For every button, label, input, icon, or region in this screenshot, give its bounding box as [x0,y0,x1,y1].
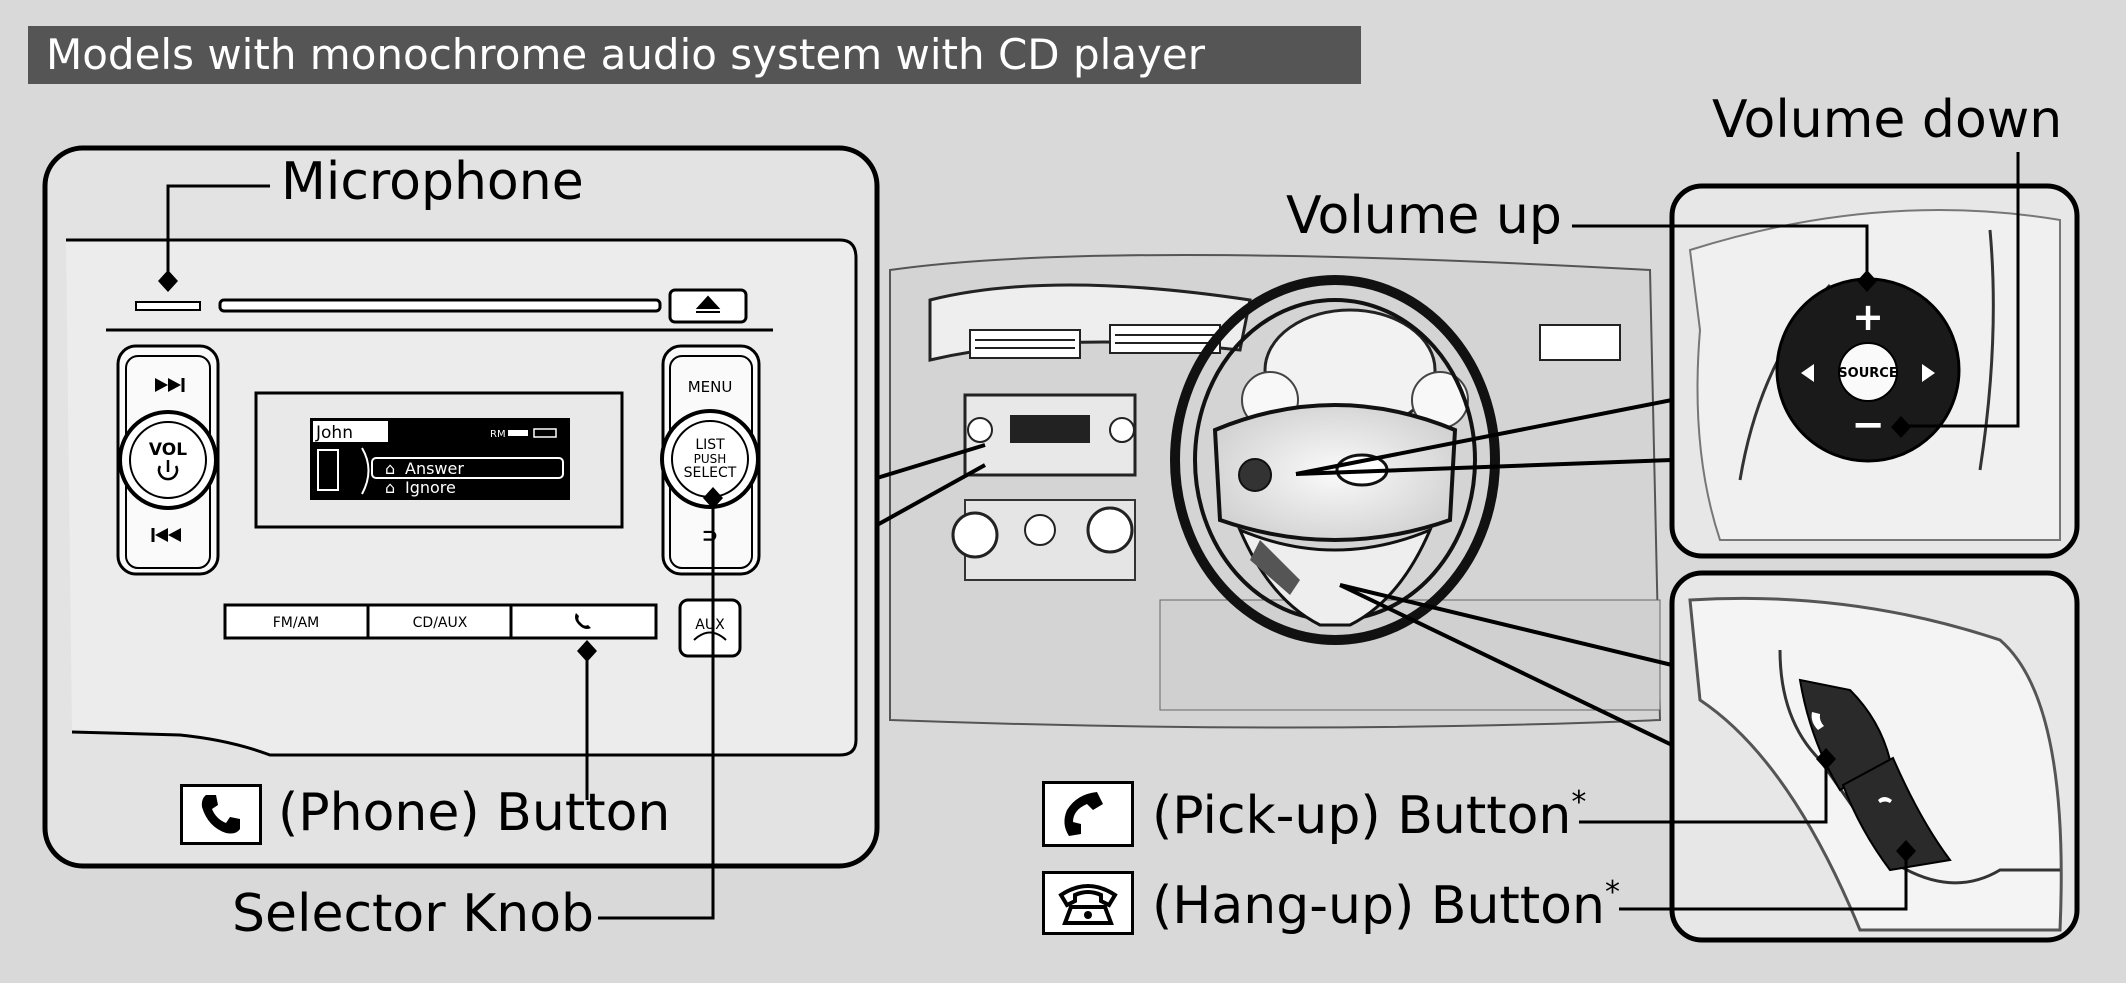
cd-aux-button[interactable] [366,603,513,640]
push-label: PUSH [694,452,727,466]
callout-lines [166,152,2020,920]
cd-slot [218,298,662,313]
svg-text:⌂: ⌂ [385,459,395,478]
lcd-signal: RM [490,429,506,440]
bottom-buttons: FM/AM CD/AUX AUX [223,598,742,658]
hangup-switch[interactable] [1841,756,1952,872]
callout-hangup-button: (Hang-up) Button* [1152,875,1620,936]
leader-pickup [1579,758,1828,824]
leader-hangup [1619,850,1908,911]
hangup-icon [1042,871,1134,935]
svg-text:⌂: ⌂ [385,478,395,497]
leader-microphone [166,184,270,280]
power-icon [157,460,179,481]
header-bar [28,26,1361,84]
callout-phone-button: (Phone) Button [278,783,671,843]
aux-jack [678,598,742,658]
audio-unit-panel: VOL John RM ⌂ Answer ⌂ Ignore [42,145,880,869]
selector-knob[interactable] [660,409,760,509]
volume-control-inset: SOURCE + − [1669,183,2080,559]
vent-left [969,329,1081,359]
pickup-icon [1042,781,1134,847]
callout-volume-down: Volume down [1712,90,2063,150]
select-label: SELECT [684,465,737,481]
leader-volume-up [1572,224,1869,280]
vent-center [1109,324,1221,354]
eject-icon [695,295,721,313]
phone-icon [180,784,262,845]
skip-forward-icon [155,378,181,392]
phone-icon [575,613,591,629]
phone-button[interactable] [509,603,658,640]
phone-control-inset [1669,570,2080,943]
leader-volume-down [1901,152,2020,428]
menu-column: MENU LIST PUSH SELECT ⊃ [660,344,761,576]
menu-label: MENU [688,378,733,396]
vol-label: VOL [149,440,187,460]
leader-selector [598,497,715,920]
fm-am-label: FM/AM [273,615,320,631]
svg-text:−: − [1851,402,1885,448]
fm-am-button[interactable] [223,603,370,640]
vol-column: VOL [116,344,220,576]
vent-right [1539,324,1621,361]
lcd-caller-name: John [315,423,353,443]
svg-text:+: + [1852,295,1884,339]
callout-volume-up: Volume up [1286,186,1562,246]
source-label: SOURCE [1838,366,1897,381]
dashboard-illustration [889,254,1662,729]
cd-aux-label: CD/AUX [413,615,468,631]
list-label: LIST [695,437,725,453]
svg-text:⊃: ⊃ [702,523,719,547]
microphone-slot [135,301,201,311]
callout-pickup-button: (Pick-up) Button* [1152,785,1587,846]
lcd-screen: John RM ⌂ Answer ⌂ Ignore [310,418,570,500]
lcd-ignore: Ignore [405,478,456,497]
skip-back-icon [155,528,181,542]
aux-label: AUX [695,617,725,633]
lcd-answer: Answer [405,459,464,478]
lcd-phone-icon [317,449,339,491]
callout-selector-knob: Selector Knob [232,884,595,944]
callout-microphone: Microphone [281,152,584,212]
source-button[interactable] [1838,342,1898,402]
callout-diamonds [158,270,1916,862]
header-title: Models with monochrome audio system with… [46,30,1205,79]
